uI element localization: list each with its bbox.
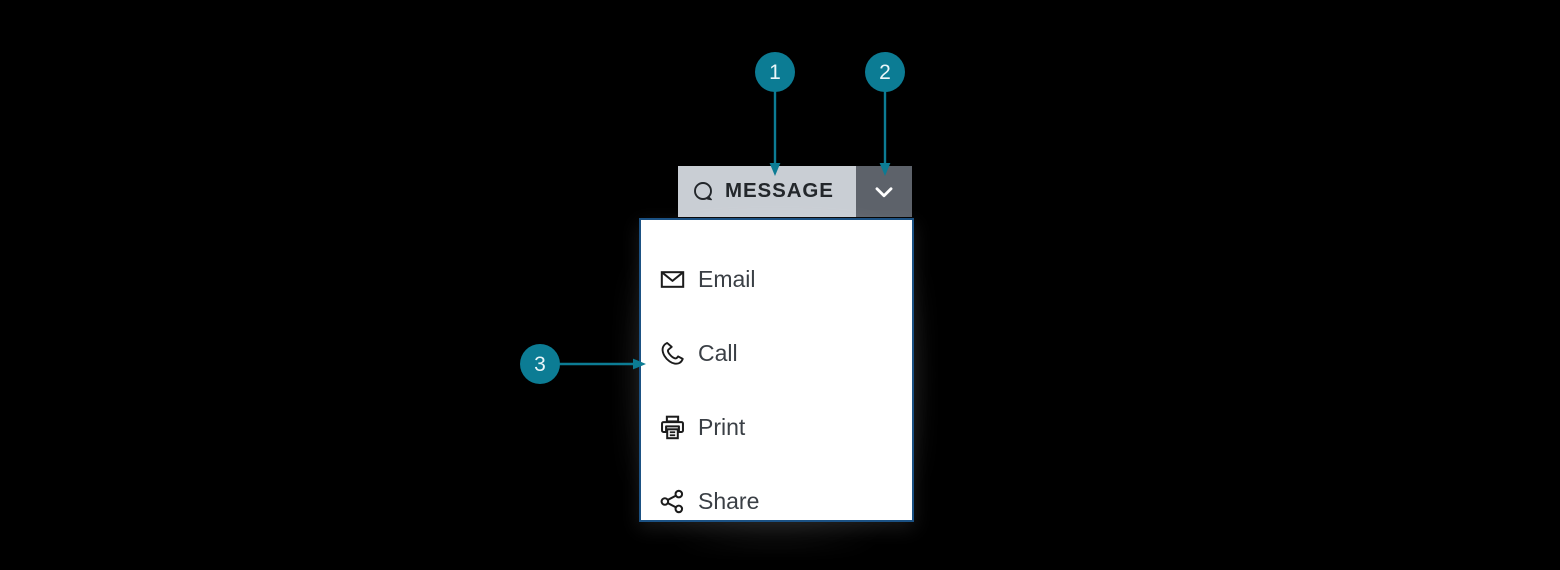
- split-button-message-action[interactable]: MESSAGE: [678, 166, 856, 217]
- menu-item-label: Email: [698, 265, 756, 292]
- callout-marker-2: 2: [865, 52, 905, 92]
- menu-item-share[interactable]: Share: [641, 464, 912, 538]
- split-button-label: MESSAGE: [725, 179, 834, 203]
- dropdown-menu-list: Email Call Print: [641, 220, 912, 538]
- menu-item-email[interactable]: Email: [641, 242, 912, 316]
- printer-icon: [661, 415, 684, 439]
- callout-arrow-1: [769, 88, 781, 176]
- chevron-down-icon: [875, 186, 893, 197]
- dropdown-menu-panel: Email Call Print: [639, 218, 914, 522]
- menu-item-label: Call: [698, 339, 738, 366]
- split-button: MESSAGE: [678, 166, 912, 217]
- share-nodes-icon: [660, 489, 684, 513]
- envelope-icon: [660, 270, 685, 288]
- callout-marker-1: 1: [755, 52, 795, 92]
- menu-item-label: Share: [698, 487, 760, 514]
- callout-marker-3: 3: [520, 344, 560, 384]
- menu-item-print[interactable]: Print: [641, 390, 912, 464]
- menu-item-call[interactable]: Call: [641, 316, 912, 390]
- menu-item-label: Print: [698, 413, 746, 440]
- callout-arrow-2: [879, 88, 891, 176]
- message-bubble-icon: [694, 181, 712, 200]
- phone-icon: [661, 341, 684, 365]
- callout-arrow-3: [556, 358, 646, 370]
- split-button-dropdown-toggle[interactable]: [856, 166, 912, 217]
